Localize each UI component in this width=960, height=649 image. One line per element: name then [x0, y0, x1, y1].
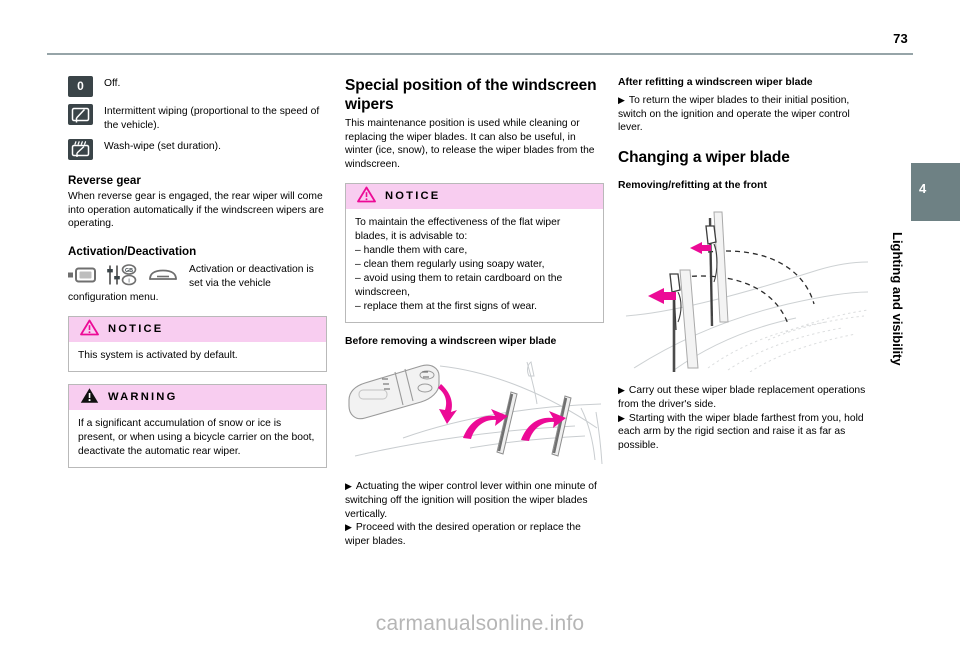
reverse-gear-body: When reverse gear is engaged, the rear w… [68, 191, 324, 230]
after-refitting-heading: After refitting a windscreen wiper blade [618, 77, 813, 88]
chapter-number: 4 [919, 181, 927, 196]
svg-text:GB: GB [125, 268, 133, 274]
triangle-bullet-icon: ▶ [618, 412, 625, 423]
legend-item-intermittent-text: Intermittent wiping (proportional to the… [104, 106, 320, 131]
changing-blade-step: ▶Starting with the wiper blade farthest … [618, 412, 864, 451]
notice-box-middle-intro: To maintain the effectiveness of the fla… [355, 217, 561, 243]
changing-blade-step: ▶Carry out these wiper blade replacement… [618, 385, 866, 410]
legend-item-off-text: Off. [104, 78, 121, 89]
warning-box-left-header: WARNING [69, 385, 326, 411]
page-number: 73 [893, 31, 908, 46]
warning-box-left-text: If a significant accumulation of snow or… [78, 418, 315, 457]
notice-list-item: – clean them regularly using soapy water… [355, 259, 545, 271]
raised-wiper-arms-illustration [618, 200, 873, 377]
notice-box-left-body: This system is activated by default. [69, 342, 326, 371]
triangle-bullet-icon: ▶ [345, 481, 352, 492]
notice-box-left-header: NOTICE [69, 317, 326, 343]
notice-triangle-icon [357, 186, 376, 208]
triangle-bullet-icon: ▶ [345, 522, 352, 533]
legend-item-washwipe-text: Wash-wipe (set duration). [104, 141, 221, 153]
notice-box-middle: NOTICE To maintain the effectiveness of … [345, 183, 604, 323]
notice-box-left: NOTICE This system is activated by defau… [68, 316, 327, 373]
triangle-bullet-icon: ▶ [618, 385, 625, 396]
special-position-heading: Special position of the windscreen wiper… [345, 77, 597, 113]
intermittent-wiping-icon [68, 104, 93, 125]
activation-heading: Activation/Deactivation [68, 244, 197, 258]
settings-sliders-icon: GB I [106, 264, 138, 291]
before-removing-heading: Before removing a windscreen wiper blade [345, 335, 557, 347]
warning-box-left-body: If a significant accumulation of snow or… [69, 410, 326, 467]
footer-watermark: carmanualsonline.info [375, 612, 585, 635]
after-refitting-step: ▶To return the wiper blades to their ini… [618, 95, 850, 134]
legend-item-intermittent: Intermittent wiping (proportional to the… [68, 104, 327, 132]
notice-list-item: – replace them at the first signs of wea… [355, 300, 538, 312]
warning-box-left-title: WARNING [108, 390, 178, 403]
chapter-tab: 4 [911, 163, 960, 221]
special-position-intro: This maintenance position is used while … [345, 118, 595, 170]
activation-text-inline: Activation or deactivation is set via th… [189, 263, 314, 289]
notice-box-left-title: NOTICE [108, 322, 164, 335]
triangle-bullet-icon: ▶ [618, 95, 625, 105]
notice-box-middle-title: NOTICE [385, 190, 441, 203]
right-column: After refitting a windscreen wiper blade… [618, 76, 873, 452]
warning-box-left: WARNING If a significant accumulation of… [68, 384, 327, 468]
activation-icon-row: GB I Activation or deactivation is set v… [68, 263, 327, 291]
left-column: 0 Off. Intermittent wiping (proportional… [68, 76, 327, 468]
svg-text:I: I [128, 278, 130, 284]
before-removing-step: ▶Actuating the wiper control lever withi… [345, 481, 597, 520]
wiper-lever-windscreen-illustration [345, 356, 604, 473]
middle-column: Special position of the windscreen wiper… [345, 76, 604, 548]
activation-icons: GB I [68, 263, 178, 291]
header-rule [47, 53, 913, 55]
notice-box-middle-header: NOTICE [346, 184, 603, 210]
wash-wipe-icon [68, 139, 93, 161]
activation-text-wrap: configuration menu. [68, 291, 159, 303]
notice-triangle-icon [80, 319, 99, 341]
legend-item-washwipe: Wash-wipe (set duration). [68, 139, 327, 161]
display-screen-icon [68, 266, 96, 289]
notice-box-left-text: This system is activated by default. [78, 350, 238, 362]
changing-blade-heading: Changing a wiper blade [618, 148, 790, 166]
rear-wiper-off-icon-label: 0 [77, 78, 84, 93]
notice-box-middle-body: To maintain the effectiveness of the fla… [346, 209, 603, 321]
warning-triangle-icon [80, 387, 99, 409]
removing-refitting-front-heading: Removing/refitting at the front [618, 179, 767, 191]
vehicle-front-icon [148, 266, 178, 289]
notice-list-item: – handle them with care, [355, 245, 468, 257]
rear-wiper-off-icon: 0 [68, 76, 93, 97]
before-removing-step: ▶Proceed with the desired operation or r… [345, 522, 581, 547]
reverse-gear-heading: Reverse gear [68, 174, 141, 188]
legend-item-off: 0 Off. [68, 76, 327, 97]
chapter-label: Lighting and visibility [890, 232, 905, 366]
notice-list-item: – avoid using them to retain cardboard o… [355, 273, 563, 298]
